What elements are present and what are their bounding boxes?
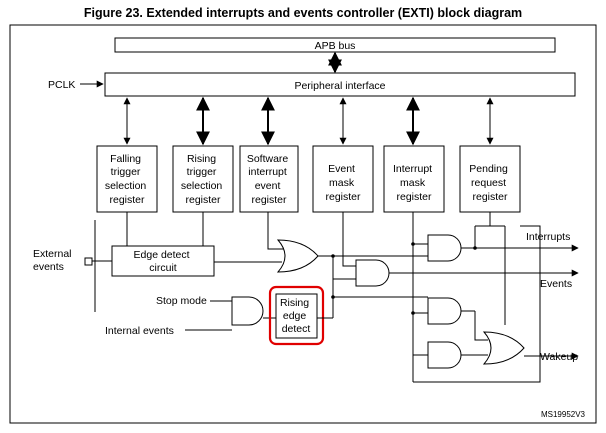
wakeup-and-gate-1 — [427, 297, 462, 325]
svg-text:Interrupt mask reg: Interrupt mask register — [393, 163, 435, 203]
svg-text:Pending request re: Pending request register — [469, 163, 510, 203]
software-to-or-wire — [267, 212, 283, 250]
rising-trigger-register: Rising trigger selection register — [172, 145, 234, 213]
external-events-label: External events — [33, 248, 74, 273]
apb-bus-label: APB bus — [315, 40, 356, 52]
events-label: Events — [540, 278, 572, 290]
figure-id-code: MS19952V3 — [541, 410, 586, 419]
wakeup-and1-to-or — [474, 311, 488, 341]
svg-text:Falling trigger se: Falling trigger selection register — [105, 153, 149, 206]
figure-title: Figure 23. Extended interrupts and event… — [84, 6, 522, 20]
internal-events-label: Internal events — [105, 325, 174, 337]
rising-edge-detect-block: Rising edge detect — [275, 293, 318, 339]
pclk-label: PCLK — [48, 79, 75, 91]
wakeup-and-gate-2 — [427, 341, 462, 369]
input-or-gate — [276, 239, 319, 273]
wakeup-or-gate — [482, 331, 525, 365]
svg-text:Event mask registe: Event mask register — [325, 163, 361, 203]
falling-trigger-register: Falling trigger selection register — [96, 145, 158, 213]
edge-detect-circuit: Edge detect circuit — [111, 245, 215, 277]
software-interrupt-register: Software interrupt event register — [239, 145, 299, 213]
wakeup-feedback-wire — [413, 225, 541, 383]
interrupts-label: Interrupts — [526, 231, 570, 243]
pending-junction — [473, 246, 477, 250]
interrupts-and-gate — [427, 234, 462, 262]
apb-bus-block: APB bus — [114, 37, 556, 53]
peripheral-interface-block: Peripheral interface — [104, 72, 576, 97]
stop-and-gate — [231, 296, 264, 326]
svg-text:Edge detect circuit: Edge detect circuit — [134, 249, 193, 274]
interrupt-mask-register: Interrupt mask register — [383, 145, 445, 213]
svg-text:Rising edge detect: Rising edge detect — [280, 297, 312, 335]
event-mask-to-and-wire — [342, 212, 356, 267]
svg-text:Software interrupt: Software interrupt event register — [247, 153, 291, 206]
highlight-box — [268, 285, 325, 346]
stop-mode-label: Stop mode — [156, 295, 207, 307]
diagram-frame — [9, 24, 597, 424]
peripheral-interface-label: Peripheral interface — [294, 80, 385, 92]
pending-request-register: Pending request register — [459, 145, 521, 213]
event-mask-register: Event mask register — [312, 145, 374, 213]
svg-text:Rising trigger sel: Rising trigger selection register — [181, 153, 225, 206]
wakeup-label: Wakeup — [540, 351, 578, 363]
external-events-pin — [84, 257, 93, 266]
events-and-gate — [355, 259, 390, 287]
